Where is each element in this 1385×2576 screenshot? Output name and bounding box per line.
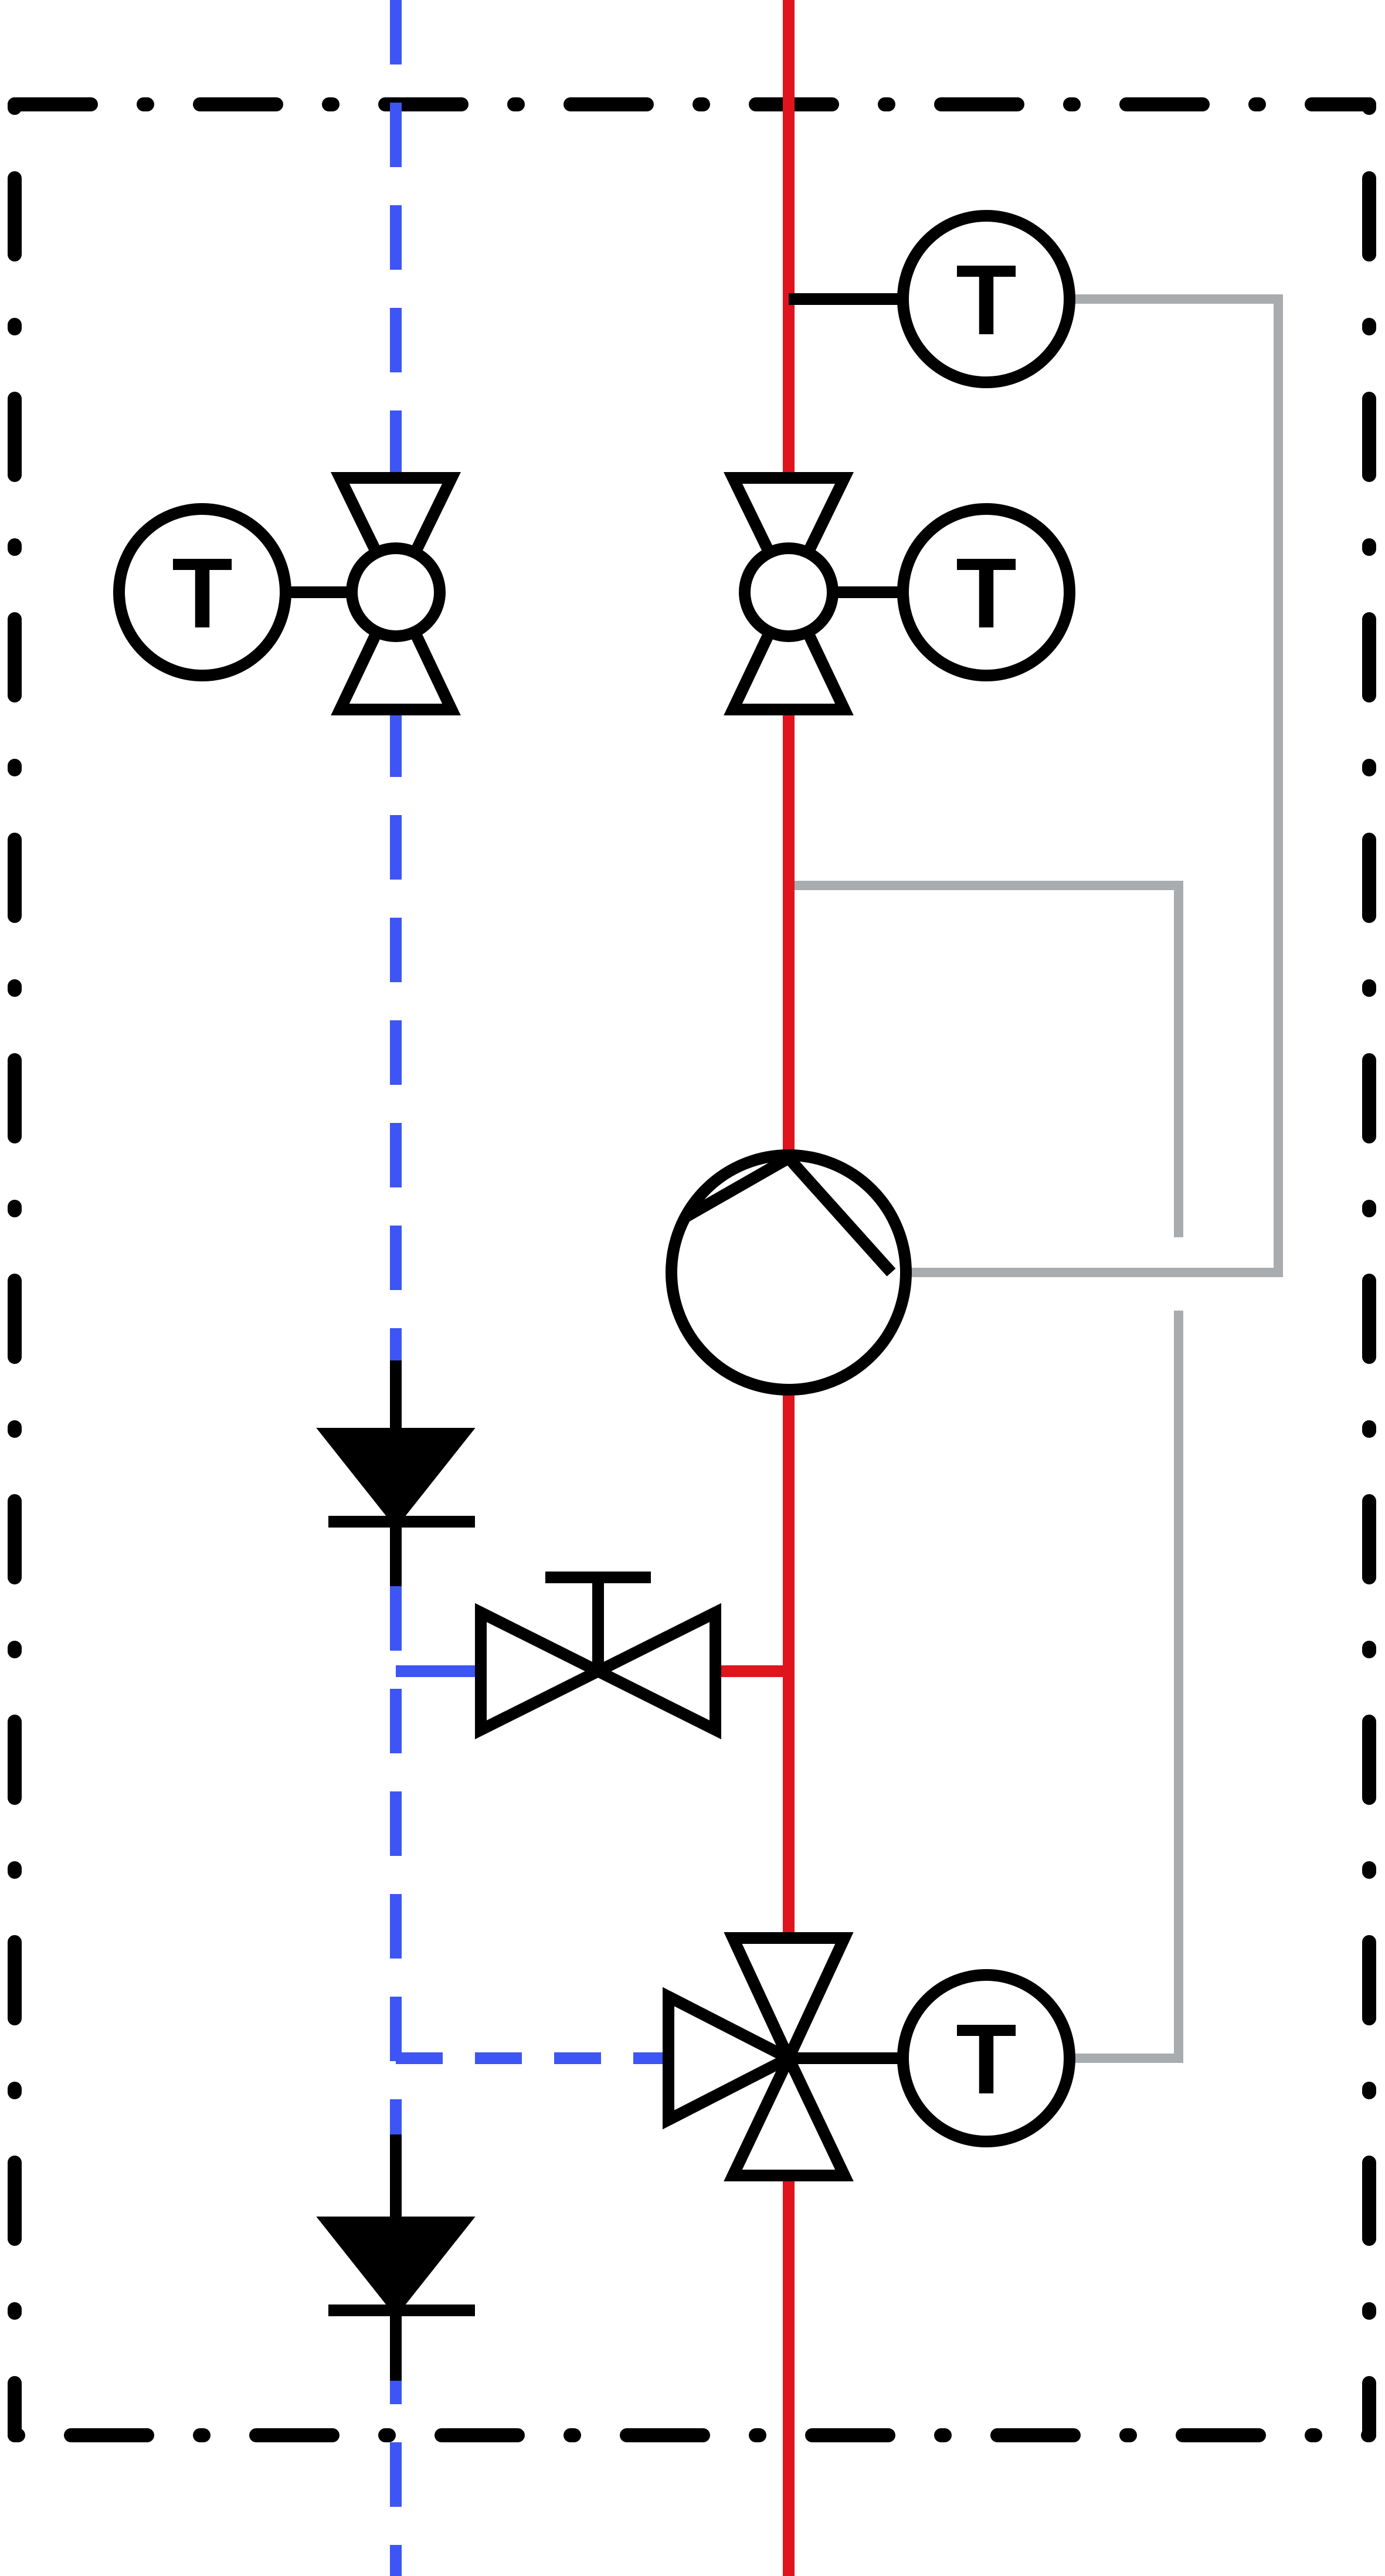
return-check-valve-lower	[316, 2134, 476, 2381]
return-line	[390, 0, 668, 2576]
supply-line	[715, 0, 795, 2576]
bypass-globe-valve	[475, 1572, 721, 1740]
supply-temperature-sensor-top: T	[789, 210, 1075, 388]
ball-valve-icon	[331, 472, 461, 715]
return-check-valve-upper	[316, 1360, 476, 1586]
mixing-valve-icon	[663, 1932, 854, 2181]
signal-wiring	[789, 294, 1283, 2063]
sensor-letter: T	[956, 2004, 1017, 2115]
signal-line-top-sensor	[903, 294, 1283, 1277]
globe-valve-icon	[475, 1572, 721, 1740]
sensor-letter: T	[956, 245, 1017, 356]
signal-line-mixing-sensor	[1073, 1311, 1183, 2063]
supply-ball-valve: T	[724, 472, 1075, 715]
temperature-sensor-icon: T	[113, 503, 291, 681]
sensor-letter: T	[956, 538, 1017, 649]
sensor-letter: T	[172, 538, 233, 649]
signal-line-supply-tap	[789, 881, 1183, 1237]
check-valve-icon	[316, 2217, 476, 2317]
ball-valve-icon	[724, 472, 854, 715]
system-boundary-frame	[8, 97, 1376, 2442]
circulation-pump	[666, 1149, 912, 1396]
symbols: T T T	[113, 210, 1075, 2381]
three-way-mixing-valve: T	[663, 1932, 1075, 2181]
pump-icon	[666, 1149, 912, 1396]
check-valve-icon	[316, 1428, 476, 1529]
return-ball-valve: T	[113, 472, 461, 715]
temperature-sensor-icon: T	[897, 1969, 1075, 2147]
temperature-sensor-icon: T	[897, 503, 1075, 681]
temperature-sensor-icon: T	[897, 210, 1075, 388]
